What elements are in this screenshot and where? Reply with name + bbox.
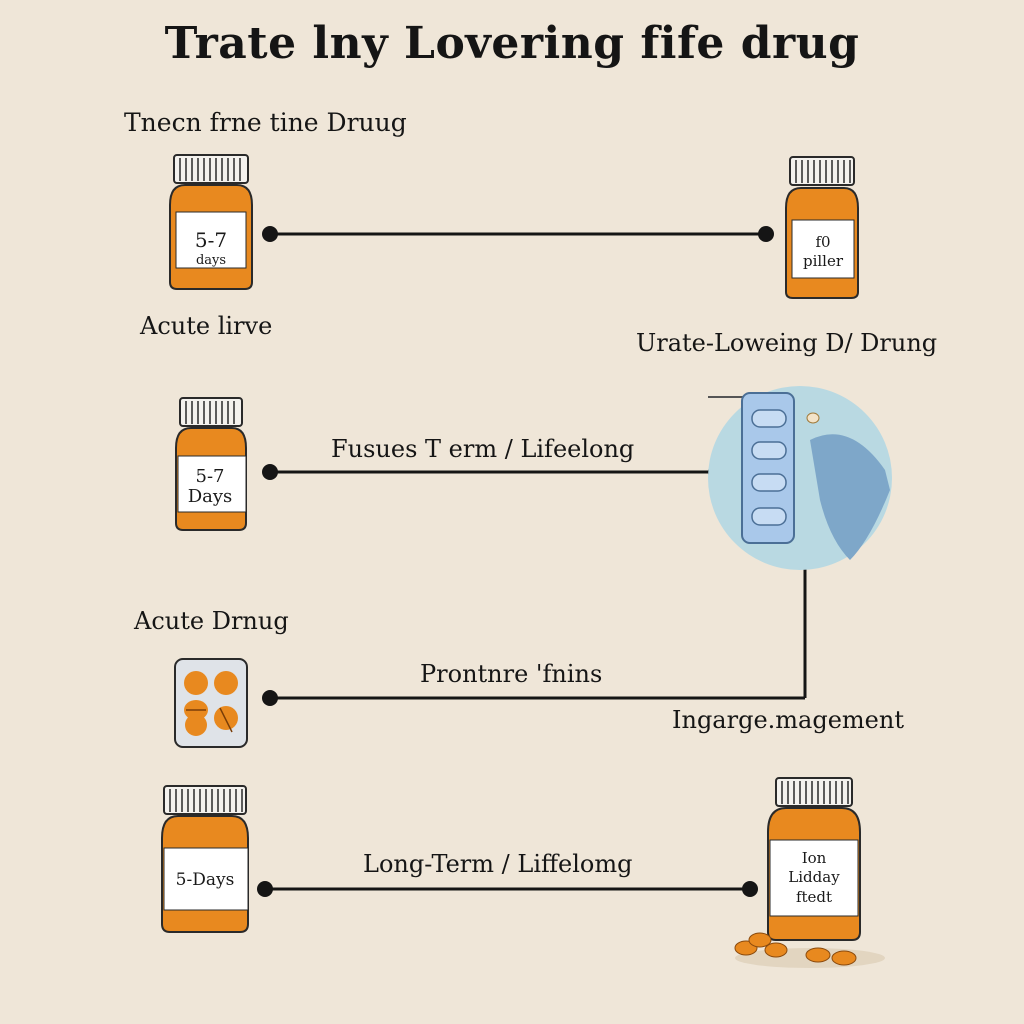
connector-dot xyxy=(262,464,278,480)
pill-bottle-4: 5-Days xyxy=(162,786,248,932)
pill-bottle-1: 5-7 days xyxy=(170,155,252,289)
bottle-2-line2: piller xyxy=(803,252,844,270)
connector-dot xyxy=(262,226,278,242)
connector-row4 xyxy=(257,881,758,897)
pill-blister-box xyxy=(175,659,247,747)
bottle-3-line2: Days xyxy=(188,486,233,507)
pill-organizer-illustration xyxy=(708,386,892,570)
bottle-4-line1: 5-Days xyxy=(176,870,235,890)
pill-bottle-5: Ion Lidday ftedt xyxy=(735,778,885,968)
connector-dot xyxy=(262,690,278,706)
bottle-5-line1: Ion xyxy=(802,849,827,867)
connector-dot xyxy=(257,881,273,897)
pill-bottle-3: 5-7 Days xyxy=(176,398,246,530)
bottle-1-line1: 5-7 xyxy=(195,228,227,252)
connector-row1 xyxy=(262,226,774,242)
connector-row2 xyxy=(262,464,724,480)
bottle-5-line2: Lidday xyxy=(788,868,840,886)
connector-dot xyxy=(758,226,774,242)
bottle-1-line2: days xyxy=(196,253,226,268)
connector-row3 xyxy=(262,560,805,706)
pill-bottle-2: f0 piller xyxy=(786,157,858,298)
bottle-3-line1: 5-7 xyxy=(196,466,225,487)
connector-dot xyxy=(742,881,758,897)
bottle-2-line1: f0 xyxy=(815,233,830,251)
bottle-5-line3: ftedt xyxy=(796,888,832,906)
